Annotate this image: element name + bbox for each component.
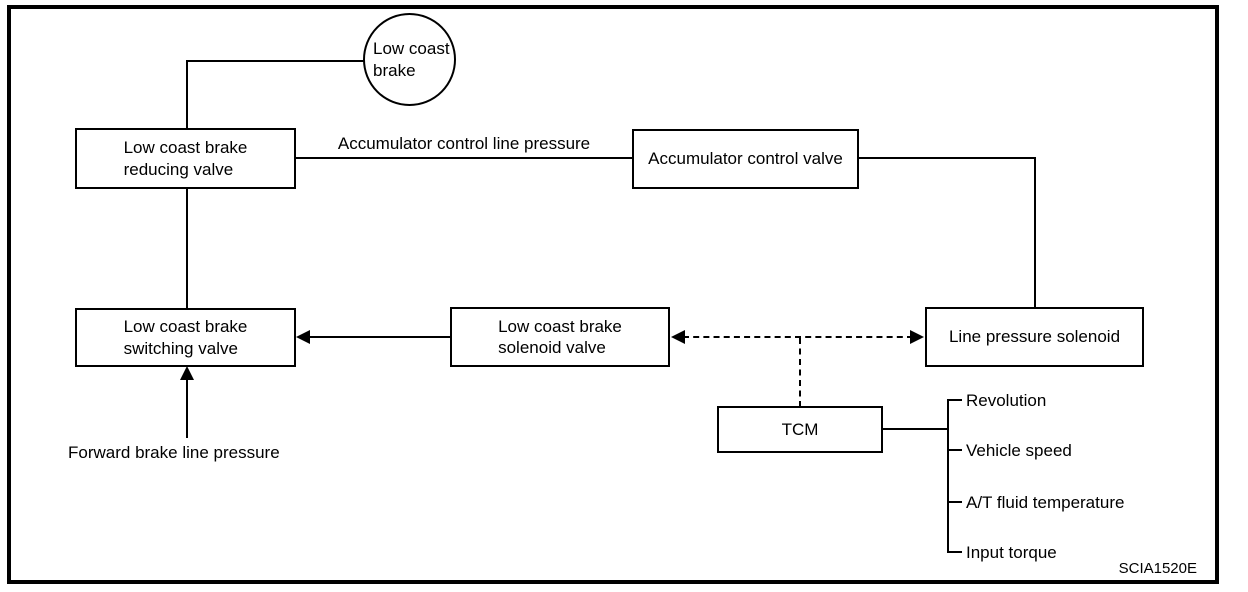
bracket-vertical [947, 399, 949, 553]
connector-accumulator-right [858, 157, 1036, 159]
bracket-tick-input-torque [949, 551, 962, 553]
arrowhead-dashed-right-icon [910, 330, 924, 344]
node-accumulator-control-valve: Accumulator control valve [632, 129, 859, 189]
bracket-tick-vehicle-speed [949, 449, 962, 451]
connector-circle-vertical [186, 60, 188, 128]
node-low-coast-brake: Low coast brake [363, 13, 456, 106]
connector-to-line-pressure-solenoid [1034, 157, 1036, 308]
arrowhead-up-icon [180, 366, 194, 380]
connector-solenoid-to-switching [306, 336, 450, 338]
node-tcm-label: TCM [781, 419, 819, 439]
node-line-pressure-solenoid-label: Line pressure solenoid [948, 327, 1121, 347]
node-accumulator-control-valve-label: Accumulator control valve [648, 149, 843, 169]
bracket-tick-fluid-temperature [949, 501, 962, 503]
label-forward-brake-line-pressure: Forward brake line pressure [68, 443, 280, 462]
connector-dashed-tcm-bus [683, 336, 913, 338]
label-tcm-input-fluid-temperature: A/T fluid temperature [966, 493, 1125, 512]
node-reducing-valve-label: Low coast brake reducing valve [123, 138, 248, 179]
node-switching-valve-label: Low coast brake switching valve [123, 317, 248, 358]
node-reducing-valve: Low coast brake reducing valve [75, 128, 296, 189]
arrowhead-dashed-left-icon [671, 330, 685, 344]
node-tcm: TCM [717, 406, 883, 453]
node-line-pressure-solenoid: Line pressure solenoid [925, 307, 1144, 367]
bracket-tick-revolution [949, 399, 962, 401]
diagram-frame [7, 5, 1219, 584]
label-accumulator-control-line-pressure: Accumulator control line pressure [337, 134, 591, 153]
connector-circle-horizontal [186, 60, 365, 62]
connector-tcm-to-bracket [882, 428, 948, 430]
figure-code: SCIA1520E [1118, 560, 1197, 577]
connector-forward-brake [186, 378, 188, 438]
connector-accumulator-line [295, 157, 632, 159]
connector-dashed-to-tcm [799, 338, 801, 407]
label-tcm-input-revolution: Revolution [966, 391, 1047, 410]
label-tcm-input-torque: Input torque [966, 543, 1057, 562]
node-low-coast-brake-label: Low coast brake [373, 39, 450, 80]
node-solenoid-valve: Low coast brake solenoid valve [450, 307, 670, 367]
label-tcm-input-vehicle-speed: Vehicle speed [966, 441, 1072, 460]
connector-reducing-to-switching [186, 188, 188, 308]
arrowhead-left-icon [296, 330, 310, 344]
node-switching-valve: Low coast brake switching valve [75, 308, 296, 367]
node-solenoid-valve-label: Low coast brake solenoid valve [498, 316, 622, 357]
